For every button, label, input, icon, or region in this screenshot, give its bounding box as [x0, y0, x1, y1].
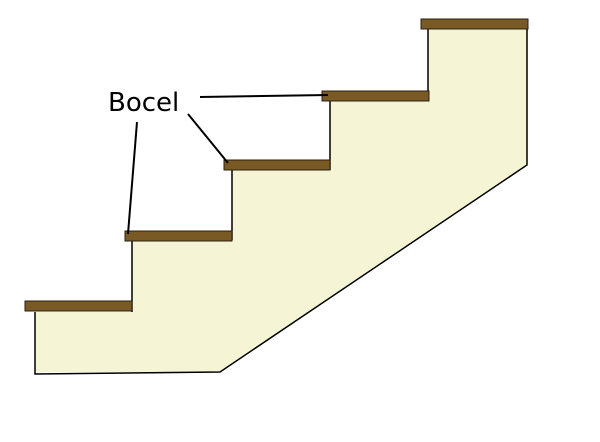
leader-line-bottom	[127, 121, 138, 235]
stair-outline	[34, 28, 528, 375]
tread-2	[124, 230, 233, 242]
stair-stringer	[35, 28, 527, 372]
bocel-label: Bocel	[108, 88, 179, 118]
tread-4	[321, 90, 430, 102]
leader-line-top	[199, 94, 329, 98]
leader-line-middle	[187, 113, 229, 164]
tread-1	[24, 300, 133, 312]
tread-3	[223, 159, 331, 171]
tread-5	[420, 18, 529, 30]
